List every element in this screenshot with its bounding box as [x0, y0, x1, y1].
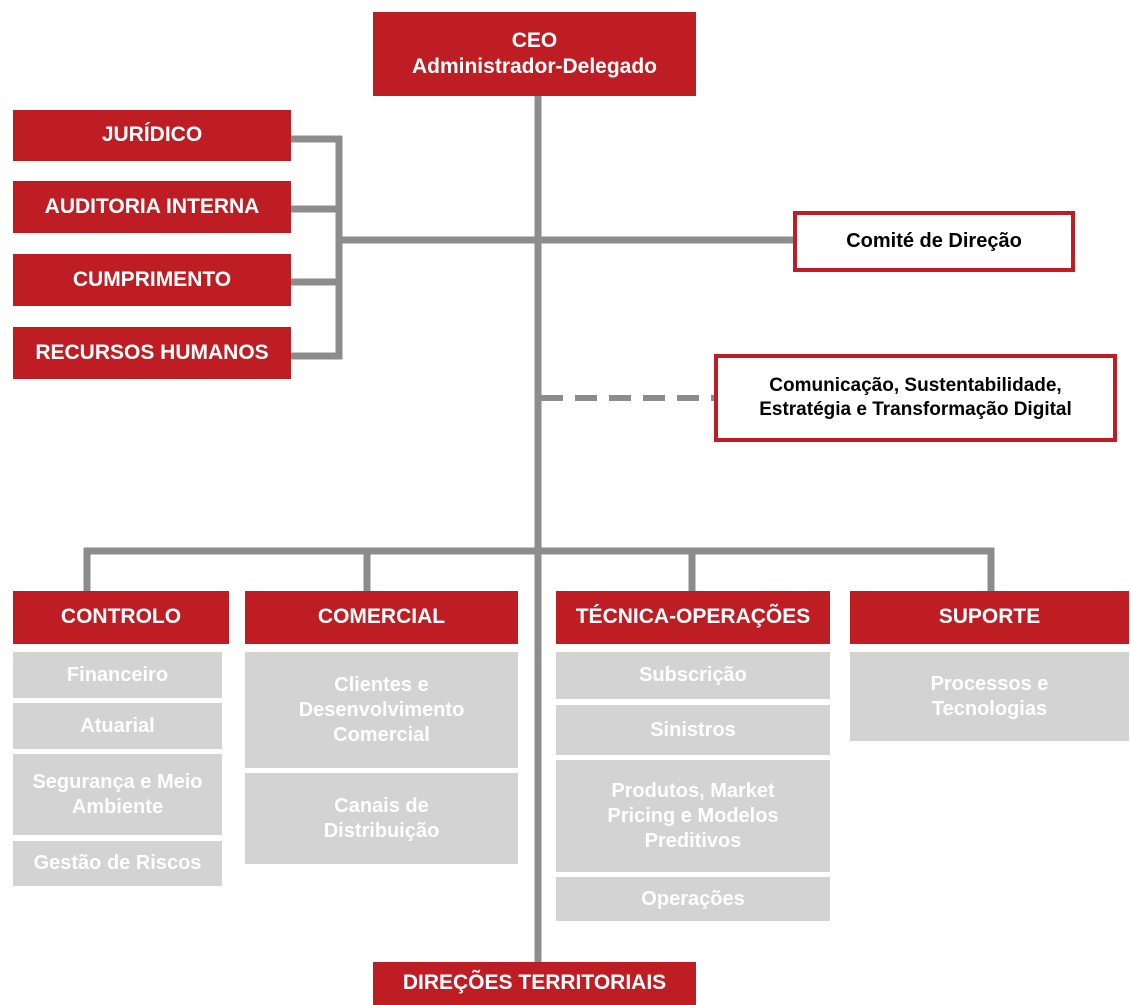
unit-atuarial: Atuarial — [13, 703, 222, 749]
unit-seguranca-meio-ambiente: Segurança e Meio Ambiente — [13, 754, 222, 835]
unit-financeiro: Financeiro — [13, 652, 222, 698]
ceo-title: CEO — [511, 28, 558, 52]
unit-produtos-market-pricing: Produtos, Market Pricing e Modelos Predi… — [556, 760, 830, 872]
unit-gestao-de-riscos: Gestão de Riscos — [13, 841, 222, 886]
division-controlo: CONTROLO — [13, 591, 229, 644]
division-tecnica-operacoes: TÉCNICA-OPERAÇÕES — [556, 591, 830, 644]
comunicacao-box: Comunicação, Sustentabilidade, Estratégi… — [714, 354, 1117, 442]
comunicacao-line-2: Estratégia e Transformação Digital — [759, 399, 1072, 420]
ceo-subtitle: Administrador-Delegado — [411, 55, 658, 78]
unit-processos-e-tecnologias: Processos e Tecnologias — [850, 652, 1129, 741]
staff-juridico: JURÍDICO — [13, 110, 291, 161]
division-suporte: SUPORTE — [850, 591, 1129, 644]
division-comercial: COMERCIAL — [245, 591, 518, 644]
direcoes-territoriais-box: DIREÇÕES TERRITORIAIS — [373, 962, 696, 1005]
unit-operacoes: Operações — [556, 877, 830, 921]
unit-subscricao: Subscrição — [556, 652, 830, 699]
staff-auditoria-interna: AUDITORIA INTERNA — [13, 181, 291, 233]
staff-recursos-humanos: RECURSOS HUMANOS — [13, 327, 291, 379]
comite-de-direcao-box: Comité de Direção — [793, 211, 1075, 272]
unit-sinistros: Sinistros — [556, 705, 830, 755]
staff-cumprimento: CUMPRIMENTO — [13, 254, 291, 306]
comunicacao-line-1: Comunicação, Sustentabilidade, — [769, 375, 1062, 397]
ceo-box: CEO Administrador-Delegado — [373, 12, 696, 96]
unit-canais-de-distribuicao: Canais de Distribuição — [245, 773, 518, 864]
unit-clientes-desenvolvimento: Clientes e Desenvolvimento Comercial — [245, 652, 518, 768]
